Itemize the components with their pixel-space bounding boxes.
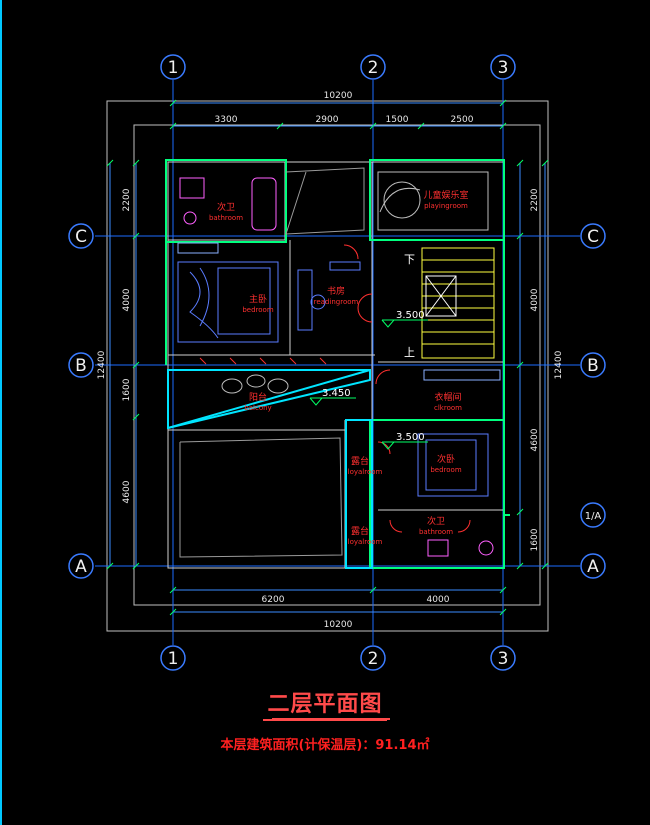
axis-bubble-a-right: A — [587, 557, 599, 577]
room-label-en: bedroom — [242, 306, 273, 314]
level-balcony: 3.450 — [322, 388, 351, 399]
wardrobe — [177, 242, 501, 381]
axis-bubble-c-left: C — [75, 227, 87, 247]
dim-bottom-seg-1: 6200 — [262, 595, 285, 605]
axis-bubble-3-bottom: 3 — [498, 649, 509, 669]
room-label-en: bathroom — [209, 214, 243, 222]
dim-left-seg-2: 4000 — [122, 288, 132, 311]
balcony-outline — [167, 369, 373, 569]
room-label-en: loyalroom — [348, 468, 383, 476]
axis-bubble-1a-right: 1/A — [585, 511, 602, 522]
axis-bubble-a-left: A — [75, 557, 87, 577]
dim-bottom-total: 10200 — [324, 620, 353, 630]
dim-left-seg-1: 2200 — [122, 188, 132, 211]
dim-right-seg-1: 2200 — [530, 188, 540, 211]
dim-left-total: 12400 — [97, 350, 107, 379]
axis-bubble-b-right: B — [587, 356, 599, 376]
dim-top-seg-1: 3300 — [215, 115, 238, 125]
dim-top-total: 10200 — [324, 91, 353, 101]
room-label-cn: 次卫 — [217, 201, 235, 213]
dim-bottom-seg-2: 4000 — [427, 595, 450, 605]
room-label-cn: 次卧 — [437, 453, 455, 465]
room-label-en: loyalroom — [348, 538, 383, 546]
room-label-cn: 儿童娱乐室 — [423, 189, 468, 201]
axis-bubble-3-top: 3 — [498, 58, 509, 78]
dimension-ticks — [106, 99, 549, 616]
doors — [343, 244, 471, 533]
level-second-bedroom: 3.500 — [396, 432, 425, 443]
dim-right-seg-2: 4000 — [530, 288, 540, 311]
outer-frame — [106, 100, 549, 632]
stair-up-label: 上 — [404, 346, 415, 359]
level-stair: 3.500 — [396, 310, 425, 321]
room-label-en: playingroom — [424, 202, 468, 210]
stair-void — [425, 275, 457, 317]
bathtub — [179, 177, 277, 231]
dim-right-seg-4: 1600 — [530, 528, 540, 551]
dim-top-seg-3: 1500 — [386, 115, 409, 125]
second-bed — [417, 433, 489, 497]
drawing-title-text: 二层平面图 — [263, 692, 387, 721]
window-marks — [199, 357, 327, 365]
room-label-cn: 露台 — [351, 455, 369, 467]
dim-left-seg-3: 1600 — [122, 378, 132, 401]
axis-bubble-2-bottom: 2 — [368, 649, 379, 669]
dim-top-seg-2: 2900 — [316, 115, 339, 125]
stair-down-label: 下 — [404, 253, 415, 266]
room-label-cn: 阳台 — [249, 391, 267, 403]
room-label-en: balcony — [244, 404, 271, 412]
room-label-cn: 次卫 — [427, 515, 445, 527]
dim-left-seg-4: 4600 — [122, 480, 132, 503]
level-markers — [309, 319, 428, 450]
room-label-cn: 衣帽间 — [434, 391, 461, 403]
title-underline — [272, 718, 390, 720]
room-label-cn: 书房 — [327, 285, 345, 297]
room-label-en: clkroom — [434, 404, 462, 412]
drawing-title: 二层平面图 — [0, 686, 650, 721]
balcony-chairs — [221, 374, 289, 394]
dim-right-seg-3: 4600 — [530, 428, 540, 451]
room-label-en: bedroom — [430, 466, 461, 474]
master-bed — [177, 261, 279, 343]
dim-right-total: 12400 — [554, 350, 564, 379]
axis-bubble-1-top: 1 — [168, 58, 179, 78]
room-label-en: bathroom — [419, 528, 453, 536]
second-bath-fixtures — [427, 539, 494, 557]
thick-walls — [165, 159, 510, 569]
terrace-void — [179, 167, 365, 558]
axis-bubble-b-left: B — [75, 356, 87, 376]
dimension-lines — [109, 102, 546, 613]
floor-area-note: 本层建筑面积(计保温层)：91.14㎡ — [220, 738, 430, 753]
room-label-en: readingroom — [314, 298, 359, 306]
room-label-cn: 露台 — [351, 525, 369, 537]
playroom-slide — [377, 171, 489, 231]
axis-bubble-1-bottom: 1 — [168, 649, 179, 669]
reading-desk — [297, 261, 361, 331]
axis-bubble-2-top: 2 — [368, 58, 379, 78]
staircase — [421, 247, 495, 359]
axis-bubble-c-right: C — [587, 227, 599, 247]
dim-top-seg-4: 2500 — [451, 115, 474, 125]
room-label-cn: 主卧 — [249, 293, 267, 305]
